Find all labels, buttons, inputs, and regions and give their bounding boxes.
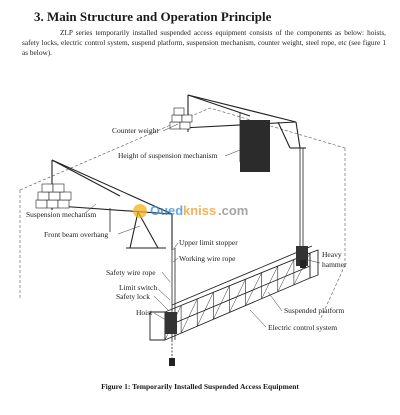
watermark-part1: Oued: [150, 203, 183, 218]
watermark-part2: kniss: [183, 203, 216, 218]
leader-lines: [83, 123, 321, 328]
label-counter-weight: Counter weight: [112, 126, 159, 135]
label-suspension-mechanism: Suspension mechanism: [26, 210, 96, 219]
heavy-hammer-right: [300, 260, 306, 268]
rail-brace: [261, 266, 279, 299]
rail-brace: [196, 292, 214, 327]
rail-brace: [229, 279, 246, 313]
building-outline: [19, 107, 346, 321]
label-heavy-hammer-line2: hammer: [322, 260, 347, 269]
rail-brace: [277, 259, 295, 292]
watermark-logo: Oued kniss .com: [133, 203, 248, 218]
label-upper-limit-stopper: Upper limit stopper: [179, 238, 238, 247]
rail-brace: [180, 298, 198, 334]
label-limit-switch: Limit switch: [119, 283, 157, 292]
label-safety-lock: Safety lock: [116, 292, 150, 301]
label-heavy-hammer-line1: Heavy: [322, 250, 342, 259]
label-working-wire-rope: Working wire rope: [179, 254, 236, 263]
label-safety-wire-rope: Safety wire rope: [106, 268, 156, 277]
lower-counter-weight: [35, 183, 72, 209]
watermark-part3: .com: [218, 203, 248, 218]
rail-brace: [213, 285, 230, 320]
heavy-hammer-left: [169, 358, 175, 366]
upper-mast-dark: [240, 120, 270, 172]
hoist-left: [165, 312, 177, 334]
label-hoist: Hoist: [136, 308, 153, 317]
rail-brace: [245, 272, 262, 306]
label-electric-control-system: Electric control system: [268, 323, 337, 332]
section-heading: 3. Main Structure and Operation Principl…: [34, 9, 272, 24]
label-height-of-suspension: Height of suspension mechanism: [118, 151, 218, 160]
label-front-beam-overhang: Front beam overhang: [44, 230, 108, 239]
figure-caption: Figure 1: Temporarily Installed Suspende…: [101, 382, 299, 391]
label-suspended-platform: Suspended platform: [284, 306, 344, 315]
intro-paragraph: ZLP series temporarily installed suspend…: [22, 28, 386, 57]
upper-counter-weight: [169, 107, 193, 130]
